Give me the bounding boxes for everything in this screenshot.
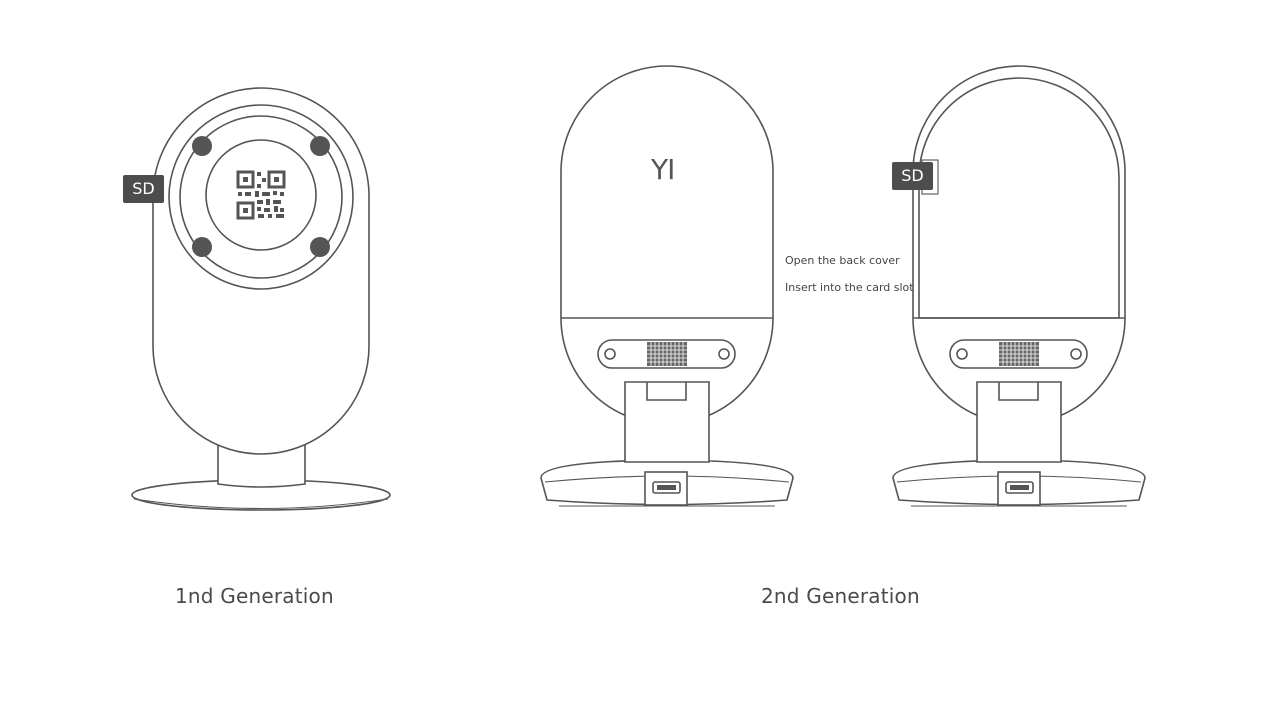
gen2-back-stand bbox=[976, 381, 1062, 463]
gen1-base-edge bbox=[133, 498, 389, 510]
gen2-front-stand-notch bbox=[646, 382, 687, 401]
gen2-back-cover-opening bbox=[918, 77, 1120, 319]
sd-badge-label-gen2: SD bbox=[901, 166, 924, 185]
sd-card-icon-gen1: SD bbox=[123, 175, 164, 203]
usb-port-icon-back bbox=[1005, 481, 1034, 494]
gen2-front-sensor-left bbox=[604, 348, 616, 360]
gen2-front-sensor-right bbox=[718, 348, 730, 360]
usb-port-inner-back bbox=[1010, 485, 1029, 490]
label-gen1: 1nd Generation bbox=[175, 584, 334, 608]
gen2-front-sensor-strip bbox=[597, 339, 736, 369]
gen1-mid-ring bbox=[179, 115, 343, 279]
gen1-body bbox=[152, 87, 370, 455]
step-insert-card: Insert into the card slot bbox=[785, 281, 914, 294]
gen2-front-camera bbox=[540, 65, 794, 507]
gen2-back-camera bbox=[892, 65, 1146, 507]
gen2-back-stand-notch bbox=[998, 382, 1039, 401]
sd-badge-label-gen1: SD bbox=[132, 179, 155, 198]
gen2-back-sensor-strip bbox=[949, 339, 1088, 369]
qr-code-icon bbox=[236, 170, 286, 220]
gen2-back-sensor-right bbox=[1070, 348, 1082, 360]
yi-logo: YI bbox=[651, 153, 675, 186]
gen1-camera bbox=[131, 87, 391, 511]
gen2-back-body bbox=[912, 65, 1126, 425]
usb-port-icon bbox=[652, 481, 681, 494]
speaker-grille-pattern-back bbox=[999, 342, 1039, 366]
usb-port-inner bbox=[657, 485, 676, 490]
gen1-screw-bl bbox=[192, 237, 212, 257]
gen2-front-stand bbox=[624, 381, 710, 463]
gen1-screw-br bbox=[310, 237, 330, 257]
label-gen2: 2nd Generation bbox=[761, 584, 920, 608]
speaker-grille-pattern bbox=[647, 342, 687, 366]
gen1-lens-ring bbox=[205, 139, 317, 251]
step-open-back-cover: Open the back cover bbox=[785, 254, 900, 267]
sd-card-icon-gen2: SD bbox=[892, 162, 933, 190]
gen1-outer-ring bbox=[168, 104, 354, 290]
gen1-screw-tl bbox=[192, 136, 212, 156]
gen2-front-body bbox=[560, 65, 774, 425]
gen2-back-sensor-left bbox=[956, 348, 968, 360]
gen1-screw-tr bbox=[310, 136, 330, 156]
